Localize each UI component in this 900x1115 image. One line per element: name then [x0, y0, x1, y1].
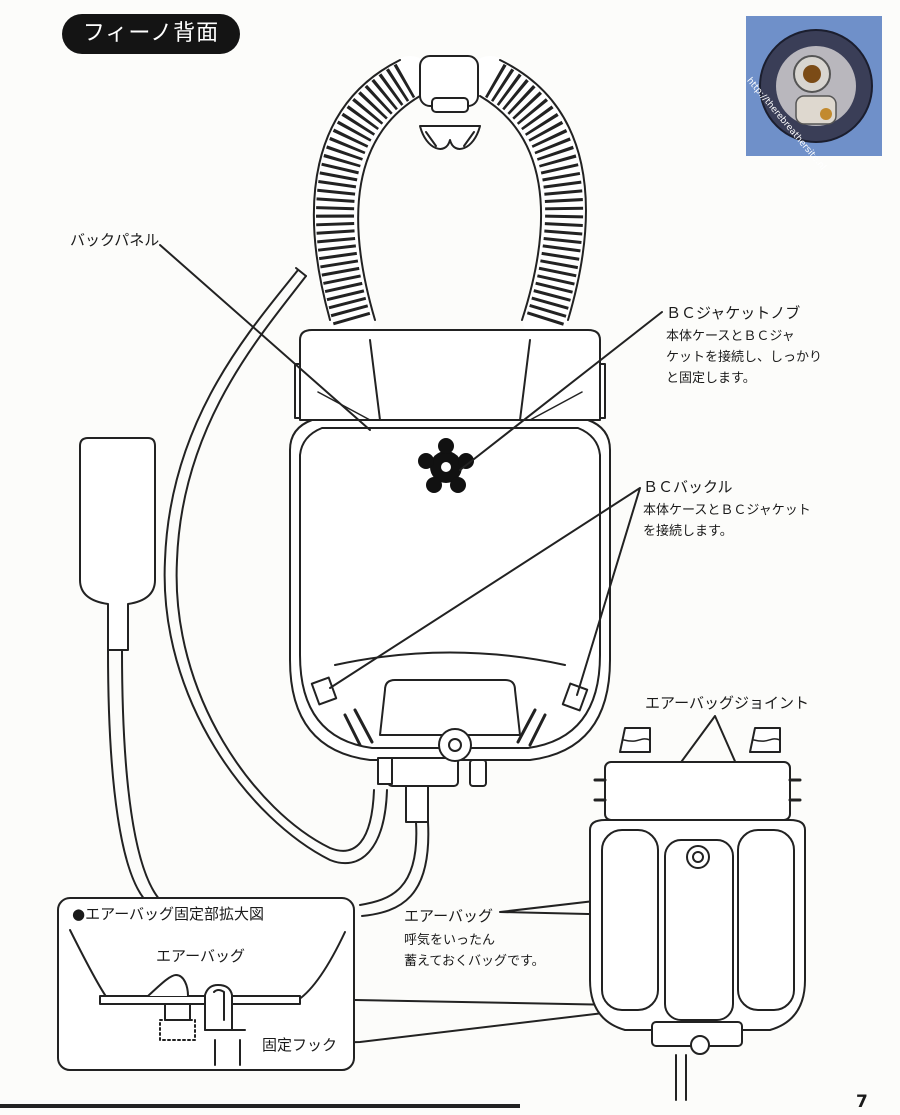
bc-jacket-knob-description: 本体ケースとＢＣジャ ケットを接続し、しっかり と固定します。	[666, 329, 823, 386]
air-bag-description: 呼気をいったん 蓄えておくバッグです。	[404, 933, 545, 969]
breathing-hose-right	[468, 56, 587, 342]
site-logo: http://therebreathersite.nl	[744, 16, 882, 172]
mouthpiece	[419, 55, 481, 150]
hose-long	[163, 269, 388, 865]
rear-view-unit	[589, 727, 806, 1055]
back-panel-body	[289, 329, 611, 761]
valve-assembly	[377, 728, 487, 823]
bottom-rule	[0, 1104, 520, 1108]
hose-short	[359, 821, 418, 906]
counterweight	[79, 437, 156, 651]
inset-title: ●エアーバッグ固定部拡大図	[72, 905, 265, 923]
bc-jacket-knob-shape	[418, 438, 474, 493]
back-panel-label: バックパネル	[70, 231, 160, 249]
air-bag-joint-label: エアーバッグジョイント	[645, 694, 809, 712]
bc-buckle-label: ＢＣバックル	[643, 478, 733, 496]
bc-buckle-description: 本体ケースとＢＣジャケット を接続します。	[643, 503, 811, 539]
page-number: 7	[856, 1092, 868, 1112]
bc-buckle-left	[310, 676, 338, 706]
page-title: フィーノ背面	[62, 14, 240, 54]
fixing-hook-label: 固定フック	[262, 1036, 338, 1054]
bc-jacket-knob-label: ＢＣジャケットノブ	[666, 304, 801, 322]
inset-frame	[57, 897, 355, 1071]
inset-air-bag-label: エアーバッグ	[156, 947, 245, 965]
air-bag-label: エアーバッグ	[404, 907, 493, 925]
